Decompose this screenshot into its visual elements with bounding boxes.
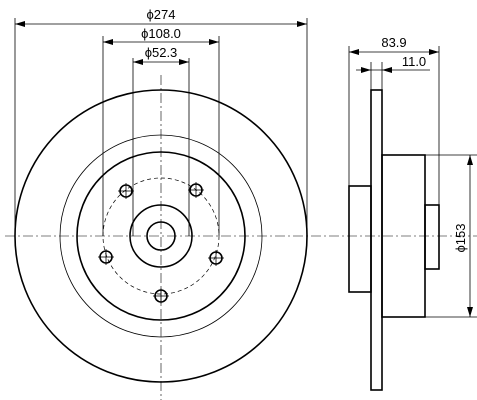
front-view: ϕ274 ϕ108.0 ϕ52.3 bbox=[5, 7, 477, 400]
side-front-hat bbox=[348, 185, 372, 293]
side-disc-plate bbox=[370, 89, 383, 391]
overall-width-label: 83.9 bbox=[381, 35, 406, 50]
side-extension-lines bbox=[348, 46, 477, 318]
disc-thickness-dimension: 11.0 bbox=[356, 54, 430, 73]
bore-label: ϕ52.3 bbox=[145, 45, 178, 60]
overall-width-dimension: 83.9 bbox=[349, 35, 439, 55]
side-view: 83.9 11.0 ϕ153 bbox=[348, 35, 477, 391]
hub-diameter-label: ϕ153 bbox=[453, 224, 468, 253]
friction-ring-inner-edge bbox=[59, 134, 263, 338]
front-extension-lines bbox=[14, 18, 308, 236]
pcd-label: ϕ108.0 bbox=[141, 26, 181, 41]
outer-diameter-dimension: ϕ274 bbox=[15, 7, 307, 27]
hat-outer-edge bbox=[76, 151, 246, 321]
disc-thickness-label: 11.0 bbox=[402, 54, 426, 69]
side-hub-spigot bbox=[424, 204, 440, 270]
bore-dimension: ϕ52.3 bbox=[133, 45, 189, 65]
center-bore bbox=[146, 221, 176, 251]
hub-diameter-dimension: ϕ153 bbox=[453, 155, 473, 317]
pcd-dimension: ϕ108.0 bbox=[103, 26, 219, 45]
bolt-hole-crosshairs bbox=[98, 182, 224, 304]
hub-flange bbox=[129, 204, 193, 268]
outer-diameter-label: ϕ274 bbox=[147, 7, 176, 22]
